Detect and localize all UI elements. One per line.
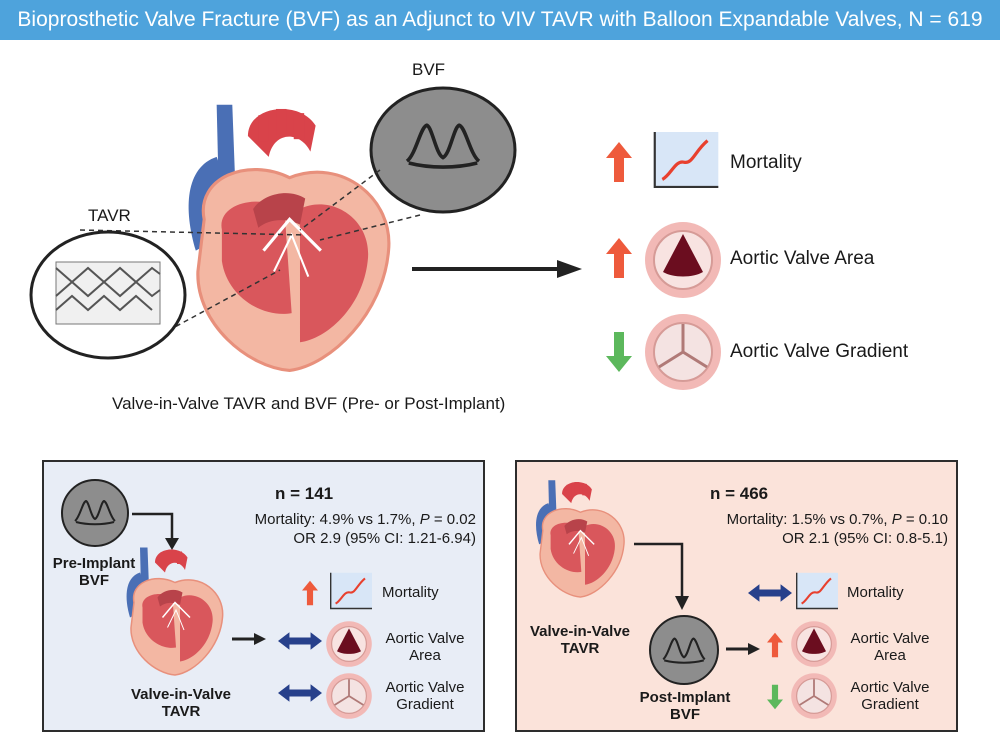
double-arrow-icon bbox=[278, 684, 322, 702]
double-arrow-icon bbox=[278, 632, 322, 650]
bvf-label: BVF bbox=[412, 60, 446, 79]
post-outcome-valve-gradient: Aortic Valve Gradient bbox=[850, 679, 930, 713]
double-arrow-icon bbox=[748, 584, 792, 602]
pre-bvf-circle-illustration bbox=[61, 479, 129, 547]
top-outcome-mortality: Mortality bbox=[730, 152, 802, 173]
valve-open-icon bbox=[643, 220, 723, 300]
arrow-down-icon bbox=[606, 332, 632, 372]
pre-viv-caption: Valve-in-Valve TAVR bbox=[130, 686, 232, 720]
arrow-down-icon bbox=[767, 684, 783, 710]
trend-chart-icon bbox=[330, 572, 372, 610]
post-outcome-valve-area: Aortic Valve Area bbox=[850, 630, 930, 664]
pre-implant-panel bbox=[42, 460, 485, 732]
valve-open-icon bbox=[325, 620, 373, 668]
arrow-up-icon bbox=[767, 632, 783, 658]
valve-closed-icon bbox=[790, 672, 838, 720]
arrow-up-icon bbox=[302, 580, 318, 606]
post-flow-arrow bbox=[634, 542, 689, 610]
valve-closed-icon bbox=[325, 672, 373, 720]
tavr-circle-illustration bbox=[29, 230, 187, 360]
top-outcome-valve-area: Aortic Valve Area bbox=[730, 248, 875, 269]
top-caption: Valve-in-Valve TAVR and BVF (Pre- or Pos… bbox=[112, 394, 506, 413]
pre-outcome-valve-area: Aortic Valve Area bbox=[385, 630, 465, 664]
post-viv-caption: Valve-in-Valve TAVR bbox=[529, 623, 631, 657]
pre-flow-arrow bbox=[132, 512, 179, 550]
post-implant-panel bbox=[515, 460, 958, 732]
bvf-pointer-lines bbox=[299, 169, 421, 241]
tavr-label: TAVR bbox=[88, 206, 131, 225]
post-n-label: n = 466 bbox=[710, 484, 769, 503]
post-stats: Mortality: 1.5% vs 0.7%, P = 0.10 OR 2.1… bbox=[726, 511, 948, 547]
title-bar: Bioprosthetic Valve Fracture (BVF) as an… bbox=[0, 0, 1000, 40]
tavr-pointer-lines bbox=[79, 229, 306, 336]
valve-closed-icon bbox=[643, 312, 723, 392]
post-bvf-caption: Post-Implant BVF bbox=[639, 689, 731, 723]
trend-chart-icon bbox=[653, 132, 719, 188]
trend-chart-icon bbox=[796, 572, 838, 610]
arrow-up-icon bbox=[606, 238, 632, 278]
post-mid-arrow bbox=[726, 643, 760, 655]
pre-outcome-mortality: Mortality bbox=[382, 584, 439, 601]
pre-heart-illustration bbox=[120, 540, 240, 680]
post-bvf-circle-illustration bbox=[649, 615, 719, 685]
valve-open-icon bbox=[790, 620, 838, 668]
main-arrow bbox=[412, 260, 582, 278]
post-heart-illustration bbox=[530, 470, 640, 605]
pre-outcome-valve-gradient: Aortic Valve Gradient bbox=[385, 679, 465, 713]
top-outcome-valve-gradient: Aortic Valve Gradient bbox=[730, 341, 909, 362]
pre-stats: Mortality: 4.9% vs 1.7%, P = 0.02 OR 2.9… bbox=[254, 511, 476, 547]
post-outcome-mortality: Mortality bbox=[847, 584, 904, 601]
pre-mid-arrow bbox=[232, 633, 266, 645]
arrow-up-icon bbox=[606, 142, 632, 182]
pre-n-label: n = 141 bbox=[275, 484, 334, 503]
page-title: Bioprosthetic Valve Fracture (BVF) as an… bbox=[17, 8, 983, 31]
bvf-circle-illustration bbox=[369, 86, 517, 214]
pre-bvf-caption: Pre-Implant BVF bbox=[52, 555, 136, 589]
